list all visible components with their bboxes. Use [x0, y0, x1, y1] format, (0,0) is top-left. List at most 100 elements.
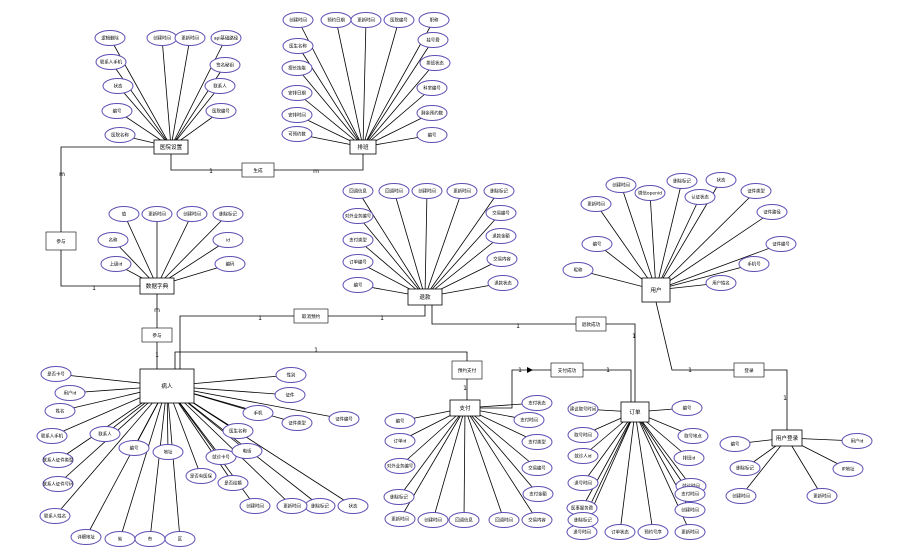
attribute-order-3[interactable] [677, 428, 709, 444]
attribute-user-3[interactable] [705, 172, 737, 188]
attribute-hospital-0[interactable] [94, 30, 126, 46]
entity-userlogin[interactable] [771, 429, 803, 447]
attribute-user-11[interactable] [738, 256, 770, 272]
attribute-patient-17[interactable] [275, 367, 307, 383]
attribute-refund-4[interactable] [483, 183, 515, 199]
attribute-dict-1[interactable] [141, 206, 173, 222]
attribute-hospital-6[interactable] [102, 78, 134, 94]
attribute-payment-4[interactable] [384, 511, 416, 527]
attribute-user-2[interactable] [666, 173, 698, 189]
attribute-payment-5[interactable] [417, 512, 449, 528]
attribute-patient-3[interactable] [36, 428, 68, 444]
attribute-user-7[interactable] [756, 204, 788, 220]
relationship-payok[interactable] [550, 362, 584, 378]
attribute-user-9[interactable] [765, 236, 797, 252]
attribute-schedule-12[interactable] [416, 105, 448, 121]
attribute-order-15[interactable] [674, 502, 706, 518]
attribute-refund-1[interactable] [378, 183, 410, 199]
attribute-patient-9[interactable] [70, 529, 102, 545]
attribute-user-4[interactable] [580, 196, 612, 212]
attribute-hospital-8[interactable] [101, 103, 133, 119]
attribute-userlogin-3[interactable] [832, 461, 864, 477]
entity-hospital[interactable] [153, 139, 189, 155]
attribute-patient-21[interactable] [328, 411, 360, 427]
attribute-schedule-5[interactable] [282, 38, 314, 54]
attribute-order-0[interactable] [567, 401, 599, 417]
attribute-patient-24[interactable] [239, 498, 271, 514]
attribute-patient-27[interactable] [217, 475, 249, 491]
attribute-payment-0[interactable] [384, 413, 416, 429]
entity-order[interactable] [620, 401, 650, 423]
attribute-schedule-9[interactable] [281, 85, 313, 101]
attribute-patient-7[interactable] [39, 508, 71, 524]
attribute-order-4[interactable] [567, 448, 599, 464]
attribute-hospital-4[interactable] [95, 54, 127, 70]
attribute-schedule-10[interactable] [416, 80, 448, 96]
attribute-user-10[interactable] [562, 262, 594, 278]
attribute-userlogin-0[interactable] [719, 436, 751, 452]
attribute-payment-7[interactable] [488, 512, 520, 528]
attribute-order-1[interactable] [671, 400, 703, 416]
attribute-patient-5[interactable] [42, 452, 74, 468]
entity-payment[interactable] [449, 399, 481, 417]
attribute-payment-8[interactable] [521, 395, 553, 411]
attribute-patient-14[interactable] [185, 468, 217, 484]
attribute-payment-3[interactable] [383, 489, 415, 505]
attribute-user-1[interactable] [634, 185, 666, 201]
attribute-schedule-4[interactable] [418, 12, 450, 28]
attribute-schedule-11[interactable] [281, 107, 313, 123]
attribute-refund-7[interactable] [342, 232, 374, 248]
attribute-hospital-10[interactable] [104, 127, 136, 143]
attribute-patient-19[interactable] [242, 405, 274, 421]
attribute-refund-9[interactable] [342, 254, 374, 270]
attribute-dict-0[interactable] [108, 206, 140, 222]
attribute-hospital-7[interactable] [204, 78, 236, 94]
entity-schedule[interactable] [349, 139, 377, 155]
attribute-payment-6[interactable] [448, 512, 480, 528]
attribute-schedule-14[interactable] [416, 127, 448, 143]
relationship-cancel[interactable] [293, 308, 329, 324]
entity-dict[interactable] [139, 277, 175, 295]
attribute-refund-5[interactable] [342, 208, 374, 224]
attribute-patient-26[interactable] [231, 443, 263, 459]
attribute-hospital-2[interactable] [174, 30, 206, 46]
entity-refund[interactable] [407, 288, 443, 306]
entity-user[interactable] [641, 277, 671, 303]
attribute-dict-2[interactable] [176, 206, 208, 222]
attribute-payment-13[interactable] [513, 412, 545, 428]
attribute-order-5[interactable] [673, 450, 705, 466]
attribute-patient-12[interactable] [164, 531, 196, 547]
attribute-schedule-3[interactable] [383, 12, 415, 28]
attribute-order-11[interactable] [604, 524, 636, 540]
attribute-order-9[interactable] [674, 486, 706, 502]
attribute-schedule-0[interactable] [282, 12, 314, 28]
entity-patient[interactable] [139, 368, 195, 404]
attribute-refund-3[interactable] [446, 183, 478, 199]
relationship-appointpay[interactable] [451, 360, 483, 380]
attribute-patient-2[interactable] [44, 403, 76, 419]
attribute-patient-22[interactable] [337, 498, 369, 514]
attribute-hospital-5[interactable] [209, 57, 241, 73]
attribute-payment-11[interactable] [522, 486, 554, 502]
attribute-patient-15[interactable] [205, 449, 237, 465]
attribute-dict-4[interactable] [97, 232, 129, 248]
relationship-generate[interactable] [241, 162, 275, 178]
attribute-payment-2[interactable] [384, 458, 416, 474]
attribute-refund-10[interactable] [486, 251, 518, 267]
attribute-hospital-9[interactable] [205, 103, 237, 119]
attribute-schedule-8[interactable] [419, 55, 451, 71]
attribute-refund-11[interactable] [342, 277, 374, 293]
attribute-order-14[interactable] [567, 512, 599, 528]
relationship-participate2[interactable] [141, 327, 173, 343]
relationship-participate1[interactable] [45, 231, 77, 251]
attribute-payment-9[interactable] [521, 434, 553, 450]
attribute-user-8[interactable] [581, 236, 613, 252]
attribute-hospital-3[interactable] [210, 30, 242, 46]
attribute-dict-7[interactable] [214, 256, 246, 272]
relationship-refundok[interactable] [575, 316, 607, 332]
attribute-order-6[interactable] [567, 475, 599, 491]
attribute-refund-8[interactable] [485, 228, 517, 244]
attribute-patient-6[interactable] [42, 476, 74, 492]
attribute-patient-18[interactable] [274, 387, 306, 403]
attribute-refund-6[interactable] [485, 205, 517, 221]
